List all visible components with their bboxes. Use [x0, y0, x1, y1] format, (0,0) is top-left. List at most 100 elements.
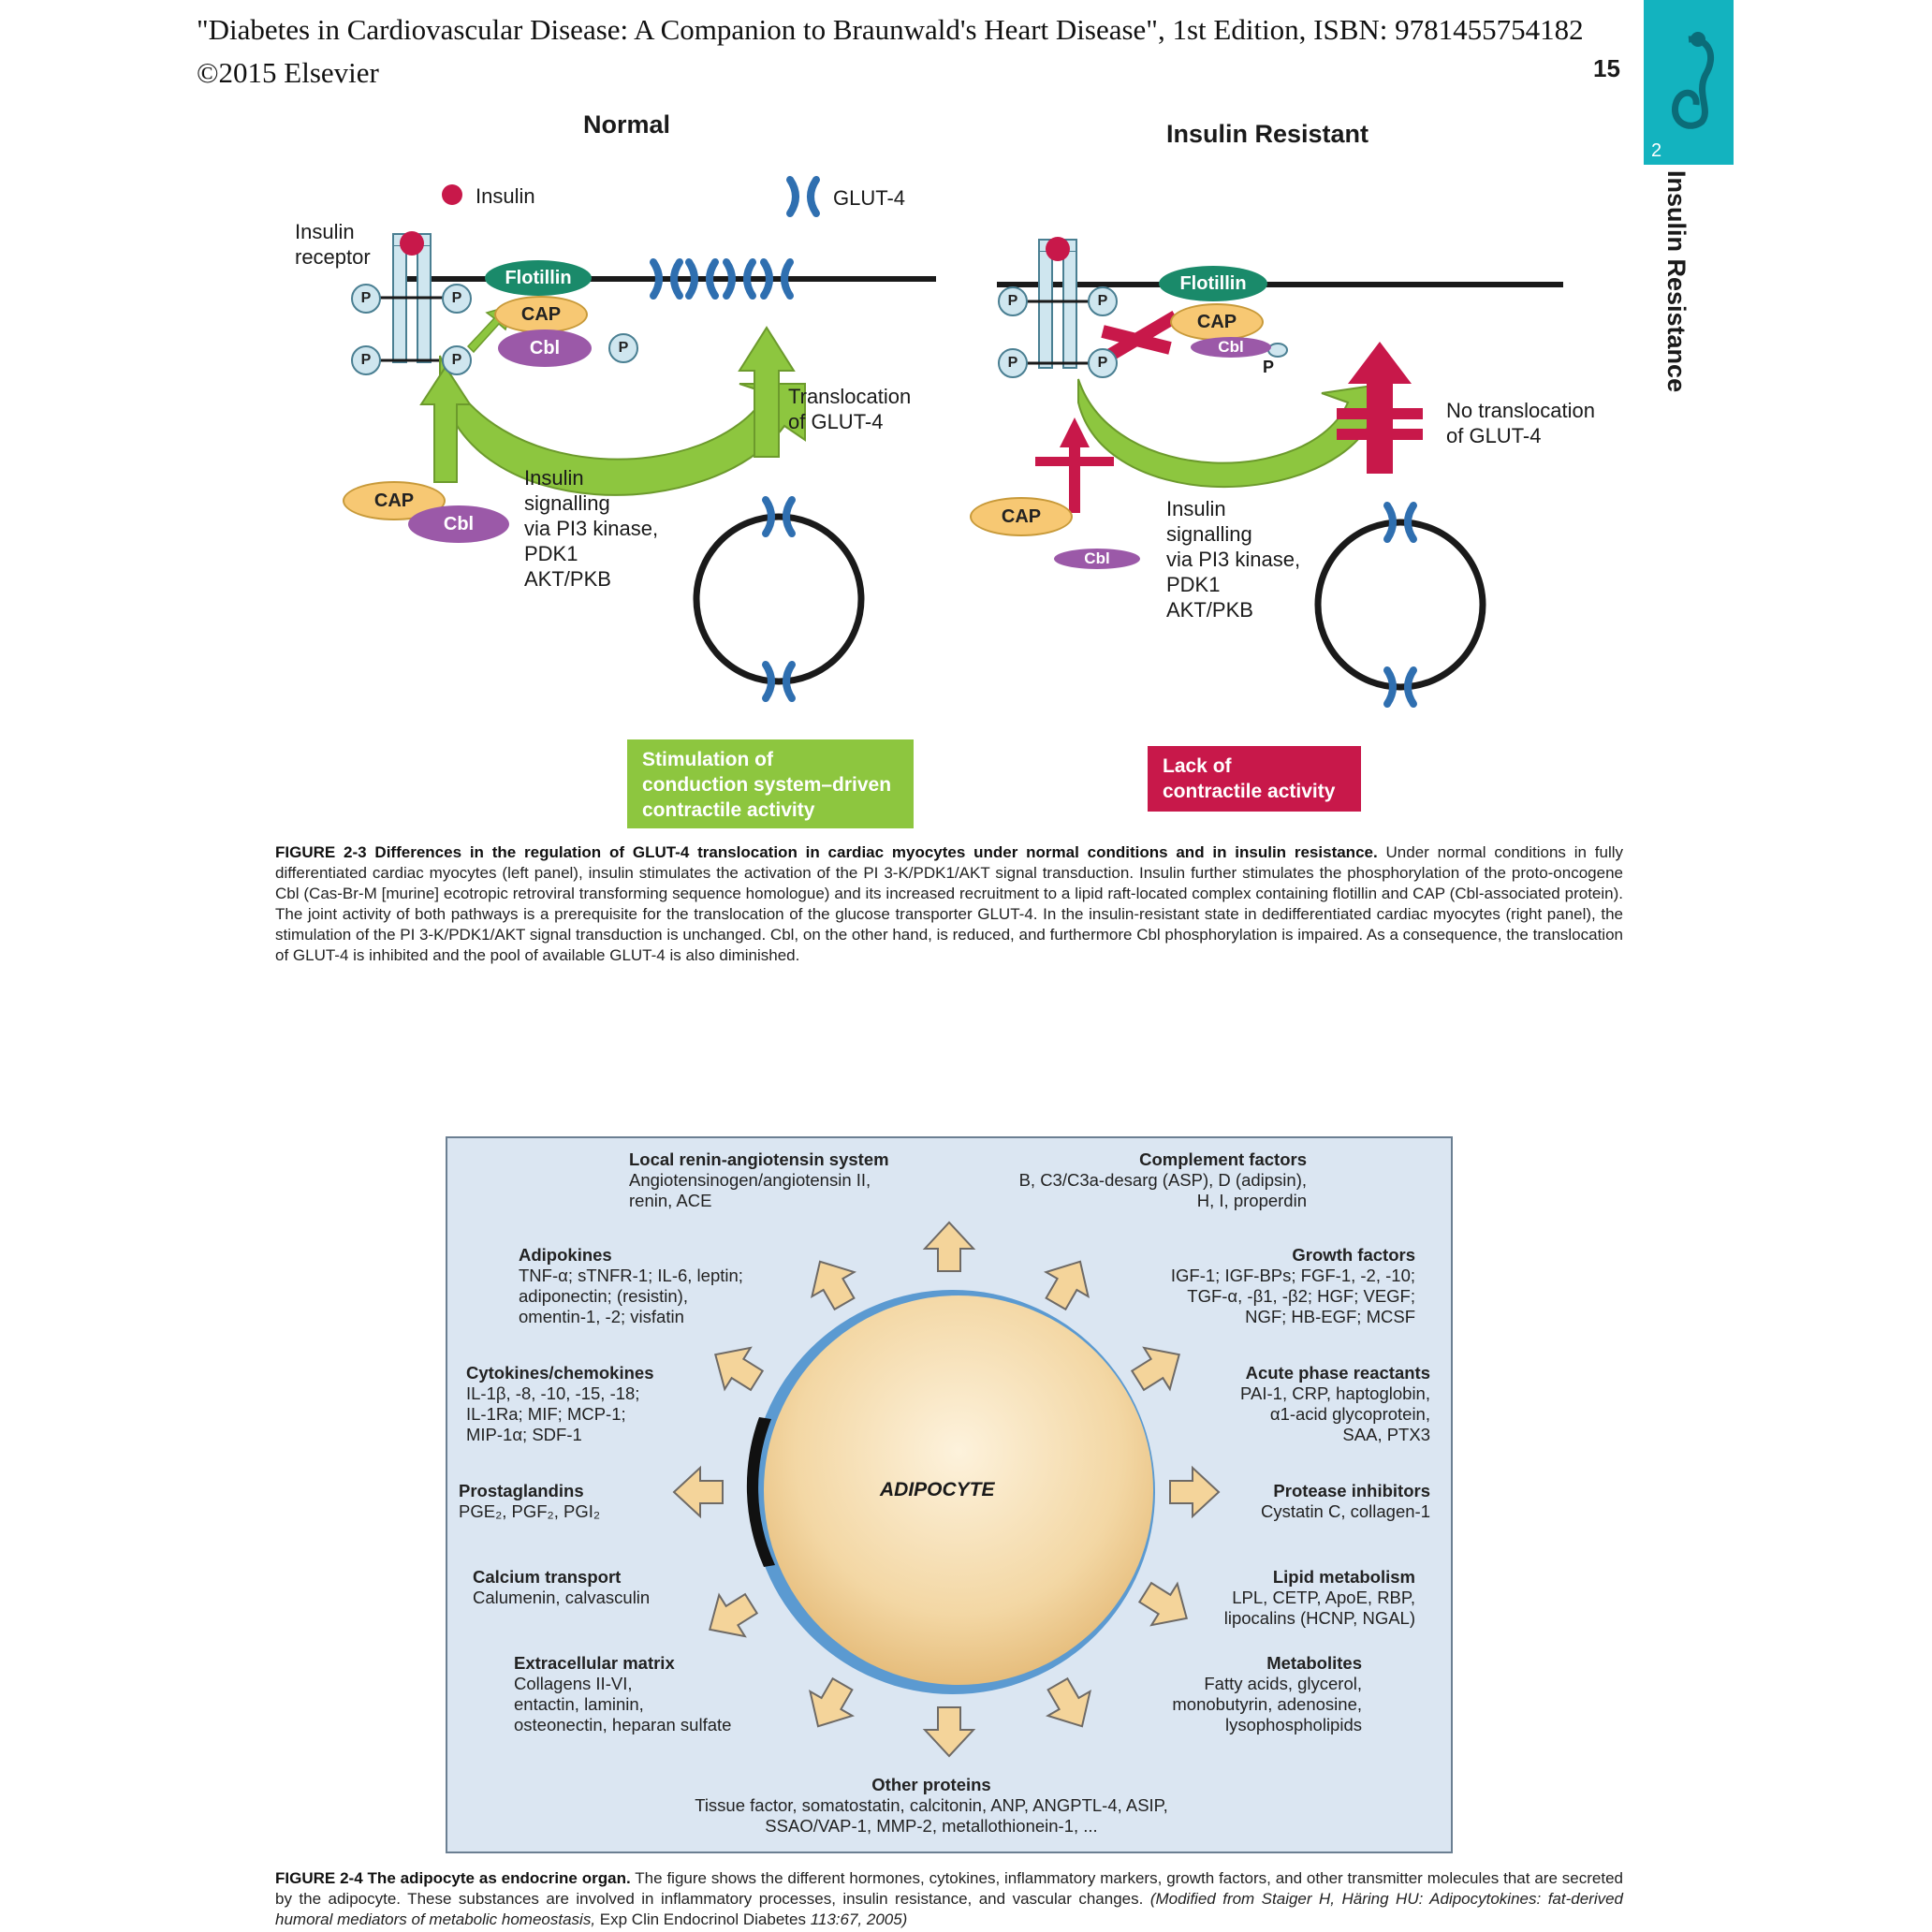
group-line: MIP-1α; SDF-1 [466, 1425, 582, 1444]
green-curved-arrow [439, 355, 806, 496]
group-title: Prostaglandins [459, 1481, 584, 1500]
phospho-4-normal: P [442, 345, 472, 375]
caption-source-citation: 113:67, 2005) [810, 1910, 908, 1928]
group-line: adiponectin; (resistin), [519, 1286, 688, 1306]
phospho-2-normal: P [442, 284, 472, 314]
group-title: Growth factors [1292, 1245, 1415, 1265]
box-line: Stimulation of [642, 749, 773, 770]
group-lipid-metabolism: Lipid metabolism LPL, CETP, ApoE, RBP, l… [1181, 1567, 1415, 1629]
group-line: Fatty acids, glycerol, [1204, 1674, 1362, 1693]
box-line: contractile activity [642, 799, 815, 821]
caption-label: FIGURE 2-3 [275, 843, 367, 861]
group-title: Adipokines [519, 1245, 612, 1265]
group-protease-inhibitors: Protease inhibitors Cystatin C, collagen… [1200, 1481, 1430, 1522]
group-line: IL-1Ra; MIF; MCP-1; [466, 1404, 626, 1424]
chapter-logo-icon [1672, 32, 1715, 129]
group-extracellular-matrix: Extracellular matrix Collagens II-VI, en… [514, 1653, 731, 1735]
caption-source-journal: Exp Clin Endocrinol Diabetes [599, 1910, 806, 1928]
figure-2-4-caption: FIGURE 2-4 The adipocyte as endocrine or… [275, 1868, 1623, 1930]
phospho-3-resistant: P [998, 348, 1028, 378]
insulin-bound [400, 231, 424, 256]
figure-2-3-caption: FIGURE 2-3 Differences in the regulation… [275, 842, 1623, 966]
no-translocation-label-1: No translocation [1446, 399, 1595, 422]
group-line: lysophospholipids [1224, 1715, 1362, 1734]
box-line: conduction system–driven [642, 774, 892, 796]
cap-normal: CAP [494, 296, 588, 333]
group-line: Tissue factor, somatostatin, calcitonin,… [695, 1795, 1168, 1815]
flotillin-normal: Flotillin [485, 260, 592, 296]
box-line: Lack of [1163, 755, 1232, 777]
group-line: osteonectin, heparan sulfate [514, 1715, 732, 1734]
group-line: Cystatin C, collagen-1 [1261, 1501, 1430, 1521]
no-translocation-label-2: of GLUT-4 [1446, 424, 1542, 447]
caption-label: FIGURE 2-4 [275, 1869, 363, 1887]
cap-free-resistant: CAP [970, 497, 1073, 536]
group-growth-factors: Growth factors IGF-1; IGF-BPs; FGF-1, -2… [1114, 1245, 1415, 1327]
adipocyte-label: ADIPOCYTE [880, 1479, 995, 1500]
group-line: H, I, properdin [1196, 1191, 1307, 1210]
phospho-cbl-normal: P [608, 333, 638, 363]
signalling-line: Insulin [524, 466, 584, 490]
group-title: Local renin-angiotensin system [629, 1149, 889, 1169]
group-line: omentin-1, -2; visfatin [519, 1307, 684, 1326]
caption-source: (Modified from Staiger H, Häring HU: Adi… [275, 1890, 1624, 1928]
group-title: Complement factors [1139, 1149, 1307, 1169]
chapter-tab: 2 [1644, 0, 1734, 165]
group-line: SAA, PTX3 [1342, 1425, 1430, 1444]
green-up-arrow-translocation [738, 326, 796, 458]
insulin-legend-label: Insulin [476, 184, 535, 208]
red-up-arrow-blocked [1348, 342, 1412, 474]
caption-title: Differences in the regulation of GLUT-4 … [374, 843, 1378, 861]
signalling-line: AKT/PKB [1166, 598, 1253, 622]
group-line: NGF; HB-EGF; MCSF [1245, 1307, 1415, 1326]
phospho-1-normal: P [351, 284, 381, 314]
group-title: Protease inhibitors [1273, 1481, 1430, 1500]
group-title: Acute phase reactants [1245, 1363, 1430, 1383]
flotillin-resistant: Flotillin [1159, 266, 1267, 301]
caption-body: Under normal conditions in fully differe… [275, 843, 1623, 964]
cbl-free-normal: Cbl [408, 505, 509, 543]
figure-2-4-graphics [673, 1222, 1220, 1757]
group-line: B, C3/C3a-desarg (ASP), D (adipsin), [1018, 1170, 1307, 1190]
signalling-line: signalling [1166, 522, 1252, 546]
group-line: entactin, laminin, [514, 1694, 644, 1714]
group-line: Angiotensinogen/angiotensin II, [629, 1170, 871, 1190]
translocation-label-1: Translocation [788, 385, 912, 408]
group-line: TNF-α; sTNFR-1; IL-6, leptin; [519, 1266, 743, 1285]
glut4-legend-label: GLUT-4 [833, 186, 906, 210]
vesicle-resistant [1314, 519, 1486, 691]
group-line: IL-1β, -8, -10, -15, -18; [466, 1383, 640, 1403]
glut4-legend-icon [790, 180, 816, 213]
phospho-3-normal: P [351, 345, 381, 375]
box-line: contractile activity [1163, 781, 1336, 802]
group-title: Metabolites [1266, 1653, 1362, 1673]
insulin-receptor-label-1: Insulin [295, 220, 355, 243]
group-renin-angiotensin: Local renin-angiotensin system Angiotens… [629, 1149, 889, 1211]
group-title: Calcium transport [473, 1567, 622, 1587]
group-line: Collagens II-VI, [514, 1674, 633, 1693]
group-complement: Complement factors B, C3/C3a-desarg (ASP… [1002, 1149, 1307, 1211]
signalling-line: via PI3 kinase, [524, 517, 659, 540]
caption-title: The adipocyte as endocrine organ. [367, 1869, 631, 1887]
figure-2-3-graphics [379, 0, 1563, 842]
book-title-line: "Diabetes in Cardiovascular Disease: A C… [197, 13, 1584, 46]
signalling-line: PDK1 [524, 542, 578, 565]
group-metabolites: Metabolites Fatty acids, glycerol, monob… [1142, 1653, 1362, 1735]
cap-resistant: CAP [1170, 303, 1264, 341]
signalling-line: Insulin [1166, 497, 1226, 520]
signalling-line: AKT/PKB [524, 567, 611, 591]
group-prostaglandins: Prostaglandins PGE₂, PGF₂, PGI₂ [459, 1481, 600, 1522]
group-line: α1-acid glycoprotein, [1269, 1404, 1430, 1424]
signalling-line: signalling [524, 491, 610, 515]
p-label-resistant: P [1263, 358, 1275, 376]
page-number: 15 [1593, 54, 1620, 82]
phospho-1-resistant: P [998, 286, 1028, 316]
insulin-receptor-resistant [1025, 237, 1090, 369]
group-title: Extracellular matrix [514, 1653, 675, 1673]
group-line: TGF-α, -β1, -β2; HGF; VEGF; [1187, 1286, 1415, 1306]
caption-body: The figure shows the different hormones,… [275, 1869, 1623, 1908]
group-line: lipocalins (HCNP, NGAL) [1223, 1608, 1415, 1628]
group-calcium-transport: Calcium transport Calumenin, calvasculin [473, 1567, 650, 1608]
group-line: IGF-1; IGF-BPs; FGF-1, -2, -10; [1170, 1266, 1415, 1285]
signalling-line: PDK1 [1166, 573, 1221, 596]
